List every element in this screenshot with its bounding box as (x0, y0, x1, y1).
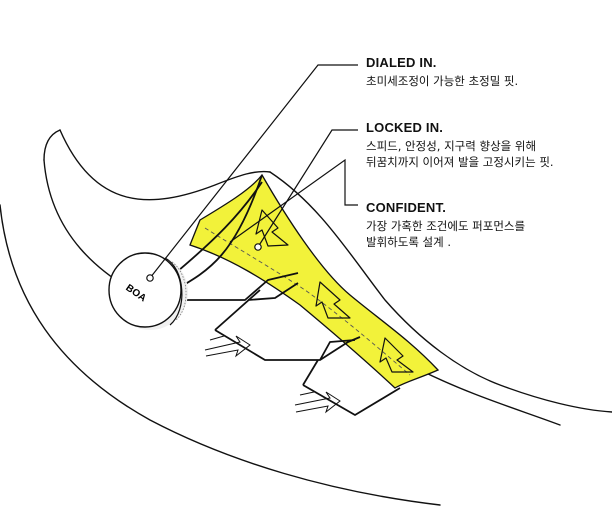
lace-guides (171, 174, 401, 416)
fit-panel (189, 173, 440, 389)
shoe-outline (0, 129, 612, 506)
callout-body-line-2: 뒤꿈치까지 이어져 발을 고정시키는 핏. (366, 155, 554, 169)
callout-locked-in: LOCKED IN. 스피드, 안정성, 지구력 향상을 위해 뒤꿈치까지 이어… (366, 120, 606, 170)
leader-lines (146, 64, 358, 282)
tension-arrows (255, 209, 414, 373)
callout-body: 초미세조정이 가능한 초정밀 핏. (366, 74, 519, 88)
boa-dial: BOA (108, 252, 188, 330)
callout-body-line-2: 발휘하도록 설계 . (366, 235, 452, 249)
callout-dialed-in: DIALED IN. 초미세조정이 가능한 초정밀 핏. (366, 55, 606, 89)
callout-title: CONFIDENT. (366, 200, 446, 215)
callout-confident: CONFIDENT. 가장 가혹한 조건에도 퍼포먼스를 발휘하도록 설계 . (366, 200, 606, 250)
stitch-line (204, 227, 411, 376)
callout-body-line-1: 스피드, 안정성, 지구력 향상을 위해 (366, 139, 537, 153)
callout-title: LOCKED IN. (366, 120, 444, 135)
tension-marks (204, 335, 341, 414)
callout-body-line-1: 가장 가혹한 조건에도 퍼포먼스를 (366, 219, 526, 233)
callout-title: DIALED IN. (366, 55, 437, 70)
